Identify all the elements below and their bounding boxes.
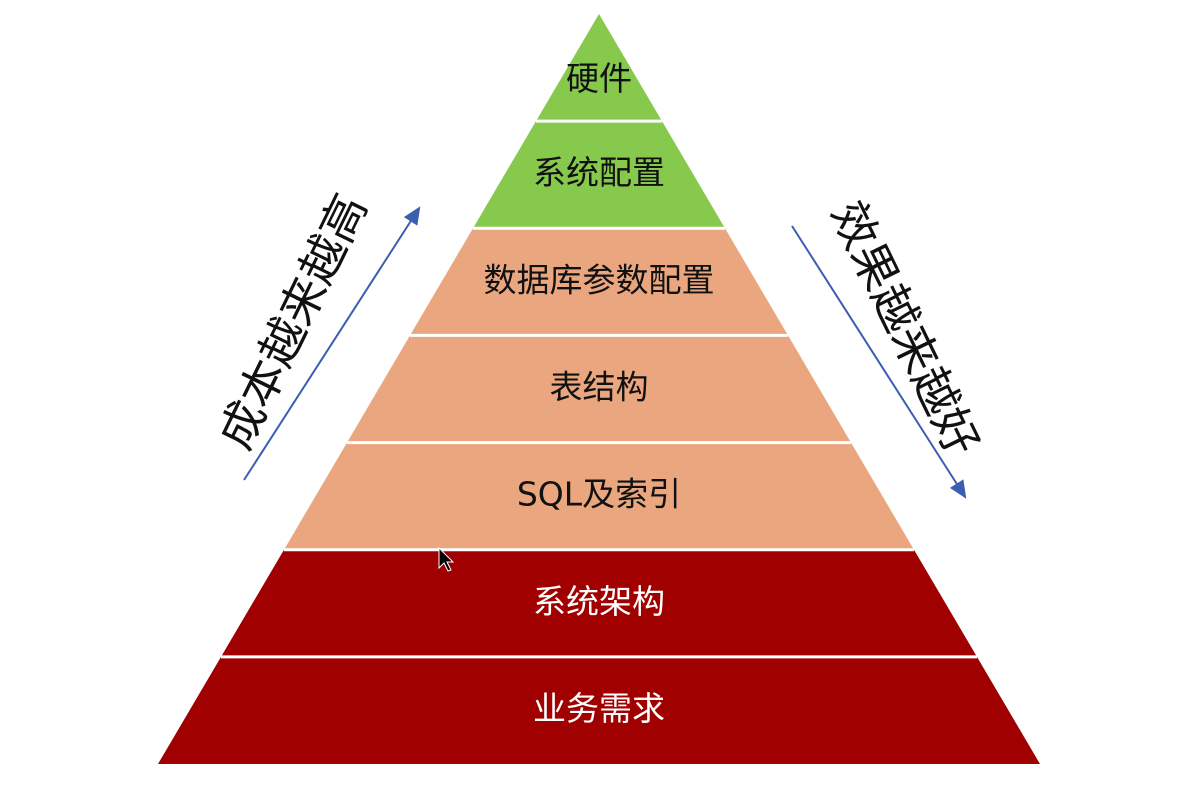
pyramid-layer-7	[158, 656, 1040, 764]
effect-label: 效果越来越好	[820, 193, 990, 465]
pyramid-layer-label: 表结构	[550, 368, 649, 407]
pyramid-layer-label: 系统配置	[533, 153, 665, 192]
pyramid-layer-label: 系统架构	[533, 582, 665, 621]
mouse-cursor-icon	[438, 546, 455, 572]
pyramid-layer-label: 数据库参数配置	[484, 260, 715, 299]
pyramid-layer-3	[410, 228, 788, 336]
cost-arrow-up	[243, 206, 421, 481]
pyramid-layer-4	[347, 335, 851, 443]
pyramid-layer-6	[221, 549, 977, 657]
cost-label: 成本越来越高	[208, 186, 378, 458]
pyramid-layer-label: SQL及索引	[517, 475, 681, 514]
pyramid-layer-5	[284, 442, 914, 550]
pyramid-layer-label: 硬件	[566, 59, 632, 98]
pyramid-layer-1	[536, 14, 662, 122]
pyramid-layer-2	[473, 121, 725, 229]
pyramid-layer-label: 业务需求	[533, 689, 665, 728]
effect-arrow-down	[791, 225, 967, 499]
